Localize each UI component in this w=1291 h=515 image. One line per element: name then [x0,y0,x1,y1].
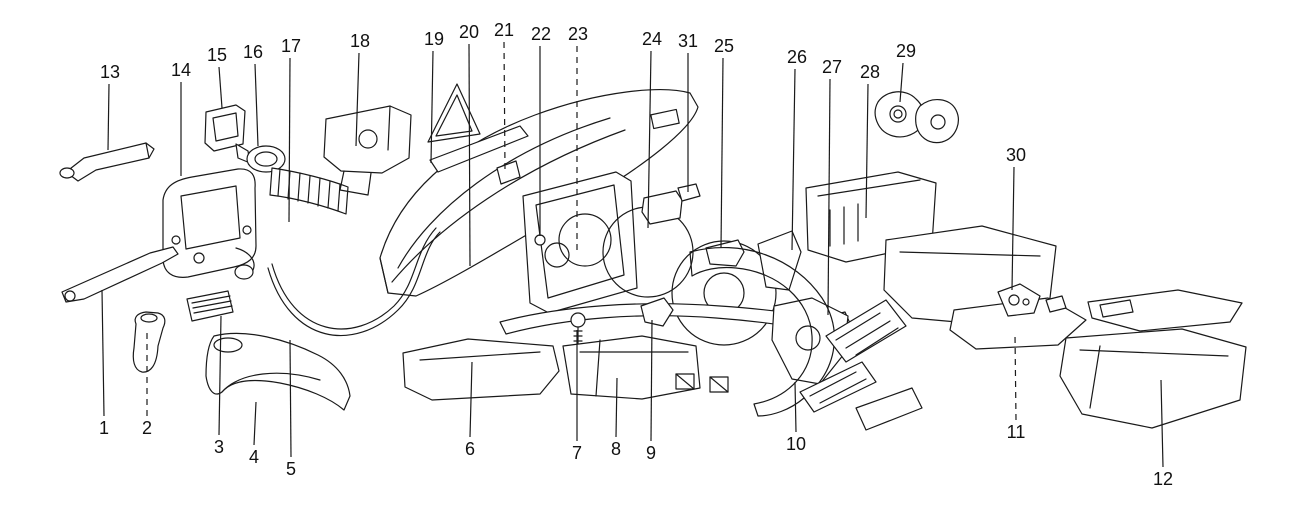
leader-17 [288,57,291,223]
leader-10 [794,381,797,433]
leader-16 [254,63,259,147]
part-triangle-bezel-graphic [427,83,481,143]
callout-13: 13 [99,62,121,82]
leader-3 [218,315,222,436]
callout-22: 22 [530,24,552,44]
callout-3: 3 [213,437,225,457]
part-31-connector-graphic [677,183,701,202]
leader-27 [827,78,831,316]
callout-20: 20 [458,22,480,42]
callout-9: 9 [645,443,657,463]
callout-18: 18 [349,31,371,51]
callout-21: 21 [493,20,515,40]
callout-17: 17 [280,36,302,56]
part-15-bracket-graphic [204,104,246,152]
part-13-stalk-graphic [59,142,155,182]
callout-1: 1 [98,418,110,438]
part-29-gaskets-graphic [874,91,959,144]
callout-28: 28 [859,62,881,82]
part-9-bracket-graphic [640,297,674,327]
callout-19: 19 [423,29,445,49]
leader-6 [469,361,473,438]
part-22-cluster-graphic [522,171,638,314]
leader-5 [289,339,292,458]
leader-24 [647,50,652,229]
leader-11 [1014,334,1017,421]
part-clips-graphic [675,373,729,393]
part-12-insulator-graphic [1059,328,1247,429]
callout-25: 25 [713,36,735,56]
part-30-bracket-graphic [997,283,1067,317]
callout-7: 7 [571,443,583,463]
callout-31: 31 [677,31,699,51]
leader-15 [218,66,223,109]
part-17-duct-hose-graphic [269,167,349,215]
part-24-box-graphic [641,190,683,225]
part-1-lever-graphic [61,246,179,303]
callout-10: 10 [785,434,807,454]
callout-24: 24 [641,29,663,49]
callout-23: 23 [567,24,589,44]
part-8-lower-trim-graphic [562,335,701,400]
callout-26: 26 [786,47,808,67]
callout-29: 29 [895,41,917,61]
callout-12: 12 [1152,469,1174,489]
leader-18 [355,52,360,147]
leader-25 [720,57,724,249]
callout-27: 27 [821,57,843,77]
part-right-strip-graphic [1087,289,1243,332]
part-10-pedal-bracket-graphic [771,297,849,385]
part-3-vent-graphic [186,290,234,322]
callout-16: 16 [242,42,264,62]
leader-29 [899,62,904,103]
leader-26 [791,68,796,251]
part-console-curve-graphic [689,246,835,417]
leader-20 [468,43,471,267]
part-21-clip-graphic [496,160,521,185]
callout-8: 8 [610,439,622,459]
part-4-floor-duct-graphic [205,332,351,411]
callout-14: 14 [170,60,192,80]
callout-2: 2 [141,418,153,438]
leader-8 [615,377,618,438]
part-25-bracket-graphic [705,239,745,267]
leader-13 [107,83,110,151]
callout-15: 15 [206,45,228,65]
part-2-elbow-graphic [132,311,166,373]
callout-6: 6 [464,439,476,459]
leader-4 [253,401,257,446]
callout-4: 4 [248,447,260,467]
callout-30: 30 [1005,145,1027,165]
leader-28 [865,83,869,219]
part-14-column-housing-graphic [162,168,257,280]
part-striped-duct-graphic [799,299,923,431]
part-speedo-cable-graphic [267,227,441,337]
callout-5: 5 [285,459,297,479]
part-20-garnish-strip-graphic [429,125,529,173]
part-18-heater-box-graphic [323,105,412,196]
part-6-under-panel-graphic [402,338,560,401]
leader-12 [1160,379,1164,468]
part-7-bolt-graphic [570,312,586,346]
leader-1 [101,289,105,417]
part-16-clamp-graphic [235,143,286,173]
callout-11: 11 [1006,422,1026,442]
leader-9 [650,319,653,442]
leader-30 [1011,166,1015,291]
leader-19 [430,50,434,164]
